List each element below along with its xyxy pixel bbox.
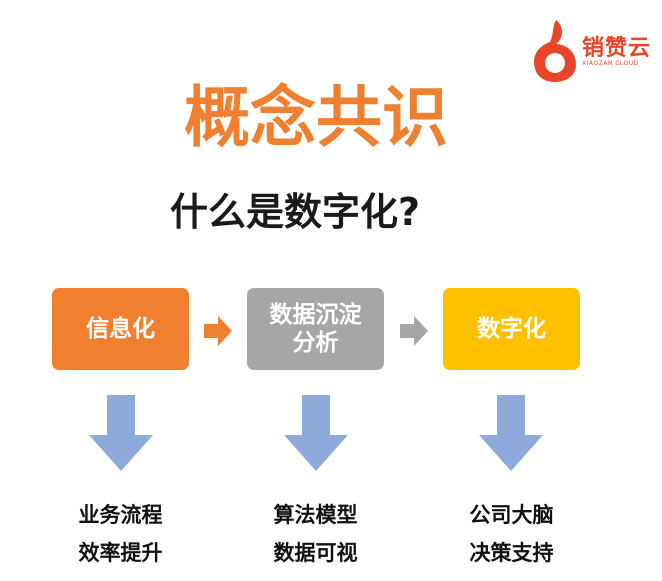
step-captions: 算法模型 数据可视: [247, 496, 384, 572]
logo-name: 销赞云: [582, 36, 652, 61]
step-captions: 公司大脑 决策支持: [443, 496, 580, 572]
logo-subtitle: XIAOZAN CLOUD: [582, 60, 639, 67]
down-arrow-icon: [479, 395, 543, 471]
caption: 效率提升: [78, 541, 163, 565]
step-box-data-analysis: 数据沉淀分析: [247, 288, 384, 370]
step-captions: 业务流程 效率提升: [52, 496, 189, 572]
caption: 数据可视: [273, 541, 358, 565]
down-arrow-icon: [89, 395, 153, 471]
step-label: 信息化: [86, 316, 155, 342]
down-arrow-icon: [284, 395, 348, 471]
caption: 业务流程: [78, 503, 163, 527]
caption: 公司大脑: [469, 503, 554, 527]
step-label: 数字化: [477, 316, 546, 342]
step-label: 数据沉淀分析: [269, 302, 362, 356]
step-box-informatization: 信息化: [52, 288, 189, 370]
page-subtitle: 什么是数字化?: [170, 190, 421, 234]
caption: 决策支持: [469, 541, 554, 565]
flame-logo-icon: [534, 20, 576, 82]
logo: 销赞云 XIAOZAN CLOUD: [530, 16, 658, 82]
step-box-digitalization: 数字化: [443, 288, 580, 370]
right-arrow-icon: [204, 316, 232, 346]
right-arrow-icon: [400, 316, 428, 346]
caption: 算法模型: [273, 503, 358, 527]
page-title: 概念共识: [184, 79, 448, 156]
